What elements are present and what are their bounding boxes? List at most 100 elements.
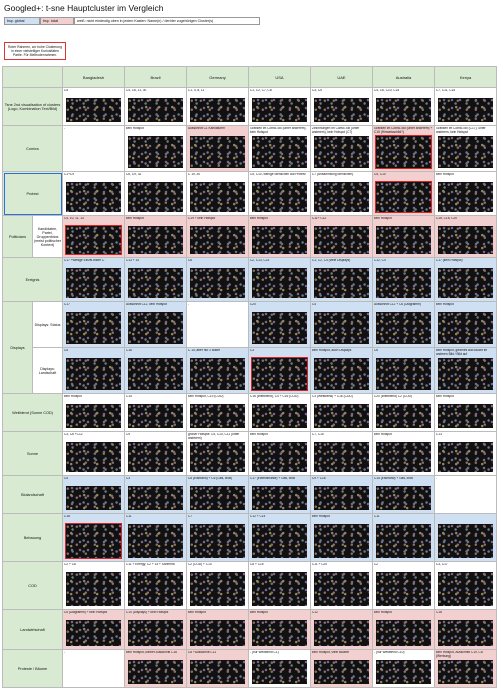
tsne-thumbnail (252, 572, 307, 606)
cluster-note: C2 (COD) + C10 (188, 563, 212, 566)
cluster-cell: C18 (62, 513, 125, 562)
cluster-note: C2 + C8 (64, 563, 76, 566)
cluster-note: C19 + kein Hotspot (188, 217, 216, 220)
cluster-note: kein Hotspot (250, 217, 268, 220)
cluster-note: C3, C17 (436, 563, 448, 566)
row-sublabel: Displays: Status (32, 301, 63, 348)
tsne-thumbnail (438, 524, 493, 558)
tsne-thumbnail (65, 523, 122, 559)
cluster-cell: C5 (62, 347, 125, 394)
cluster-note: C17 +wenige Einzel-bilder C (64, 259, 105, 262)
tsne-thumbnail (128, 572, 183, 606)
cluster-note: C16 (126, 349, 132, 352)
tsne-thumbnail (66, 358, 121, 390)
cluster-cell: C11 (124, 513, 187, 562)
tsne-thumbnail (128, 620, 183, 646)
cluster-note: großer Hotspot: C5, C10, C11 (unter ande… (188, 433, 240, 440)
cluster-cell: - (186, 301, 249, 348)
table-row: Tsne 2nd visualisation of clusters (Logo… (2, 87, 497, 126)
tsne-thumbnail (190, 660, 245, 684)
cluster-note: C1, C2, C4 (viele Displays) (312, 259, 351, 262)
cluster-note: C5, C10, wenige Menschen auf Protest (250, 173, 306, 176)
cluster-cell: C17 +wenige Einzel-bilder C (62, 257, 125, 302)
cluster-cell: C12, C4 (372, 257, 435, 302)
tsne-thumbnail (128, 98, 183, 122)
cluster-cell: C17 (kein Hotspot) (434, 257, 497, 302)
cluster-cell: C8 (Eisbrand) + C6 (Gas, chat) (186, 475, 249, 514)
cluster-note: Grafiken im Comic-Stil (unter anderem) +… (374, 127, 433, 134)
tsne-thumbnail (66, 268, 121, 298)
cluster-cell: kein Hotspot (62, 393, 125, 432)
cluster-note: C3 (Weitblend) + C16 (COD) (312, 395, 353, 398)
cluster-note: Ausschnitt C12, kein Hotspot (126, 303, 167, 306)
tsne-thumbnail (314, 182, 369, 212)
tsne-thumbnail (438, 442, 493, 472)
tsne-thumbnail (252, 620, 307, 646)
tsne-thumbnail (375, 135, 432, 169)
tsne-thumbnail (314, 620, 369, 646)
tsne-thumbnail (65, 225, 122, 255)
tsne-thumbnail (128, 312, 183, 344)
cluster-note: C11 + Energy, C2 + 14 + Sonnenb. (126, 563, 176, 566)
tsne-thumbnail (438, 182, 493, 212)
cluster-note: kein Hotspot, kleiner Ausschnitt C16 (126, 651, 178, 654)
column-header-usa: USA (248, 66, 311, 88)
cluster-cell: kein Hotspot (124, 215, 187, 258)
tsne-thumbnail (66, 312, 121, 344)
tsne-thumbnail (376, 226, 431, 254)
cluster-note: C9 + C18 (312, 477, 326, 480)
cluster-cell: C13 (434, 431, 497, 476)
tsne-thumbnail (66, 404, 121, 428)
cluster-cell: kein Hotspot (186, 609, 249, 650)
cluster-cell: Zeichnungen im Comic-Stil (unter anderem… (310, 125, 373, 172)
cluster-note: - (nur Weitblend C1) (250, 651, 279, 654)
tsne-thumbnail (376, 358, 431, 390)
cluster-cell: Ausschnitt C12, kein Hotspot (124, 301, 187, 348)
cluster-note: kein Hotspot, Ausschnitt C19, C8 (Werbun… (436, 651, 483, 658)
tsne-thumbnail (190, 226, 245, 254)
cluster-note: C4, 10, 11, 13 (64, 217, 84, 220)
cluster-cell: C7, C11, C15 (434, 87, 497, 126)
cluster-note: - (436, 477, 438, 480)
row-label: Landwirtschaft (2, 609, 63, 650)
cluster-note: C6 (374, 349, 379, 352)
cluster-note: C18 (64, 515, 70, 518)
cluster-cell: - (62, 125, 125, 172)
cluster-cell: C 19, 30 (186, 171, 249, 216)
cluster-note: kein Hotspot (436, 173, 454, 176)
cluster-cell: C1, C2, C7, C8 (248, 87, 311, 126)
cluster-cell: C6 (186, 257, 249, 302)
tsne-thumbnail (190, 98, 245, 122)
cluster-note: C2 (374, 563, 379, 566)
cluster-note: - (188, 303, 190, 306)
cluster-note: C7, C11, C15 (436, 89, 456, 92)
cluster-cell: kein Hotspot (248, 609, 311, 650)
cluster-cell: C11 + C20 (310, 561, 373, 610)
tsne-thumbnail (252, 442, 307, 472)
tsne-thumbnail (314, 442, 369, 472)
row-label: Ereignis (2, 257, 63, 302)
cluster-note: kein Hotspot (436, 303, 454, 306)
cluster-cell: C6 (372, 347, 435, 394)
row-sublabel: Displays: Landschaft (32, 347, 63, 394)
tsne-thumbnail (376, 268, 431, 298)
cluster-note: - (64, 651, 66, 654)
tsne-thumbnail (66, 486, 121, 510)
cluster-cell: C6, C9, 32 (124, 171, 187, 216)
row-label: Weitblend (Sonne COD) (2, 393, 63, 432)
cluster-cell: C20 (248, 301, 311, 348)
cluster-note: C5, C10 (374, 173, 386, 176)
column-header-bangladesh: Bangladesh (62, 66, 125, 88)
tsne-thumbnail (314, 404, 369, 428)
tsne-thumbnail (128, 660, 183, 684)
cluster-cell: C1, C2, C4 (viele Displays) (310, 257, 373, 302)
legend: bsp. global bsp. lokal weiß: nicht einde… (4, 17, 260, 25)
tsne-thumbnail (314, 660, 369, 684)
cluster-cell: kein Hotspot, C19 (COD) (186, 393, 249, 432)
cluster-note: C7, C15 (312, 433, 324, 436)
column-header-germany: Germany (186, 66, 249, 88)
tsne-thumbnail (438, 136, 493, 168)
column-header-kenya: Kenya (434, 66, 497, 88)
